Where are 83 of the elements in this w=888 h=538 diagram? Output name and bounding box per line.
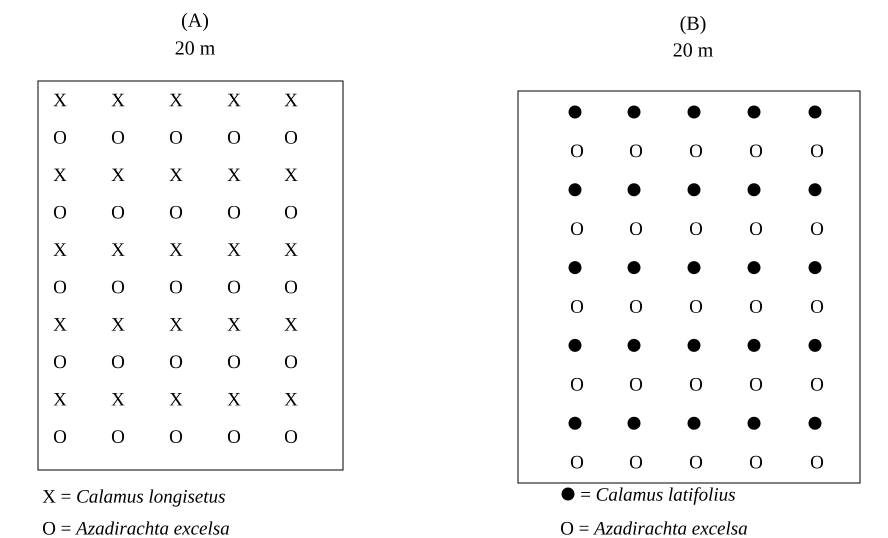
species-symbol: O <box>170 280 182 294</box>
species-symbol: O <box>228 280 240 294</box>
species-symbol: O <box>284 355 298 368</box>
panel-heading: (B) <box>680 16 706 34</box>
species-symbol: X <box>112 94 125 106</box>
species-symbol: O <box>690 144 702 158</box>
species-symbol: O <box>810 222 824 236</box>
species-symbol: X <box>284 318 298 331</box>
species-symbol: O <box>810 144 824 158</box>
species-symbol: O <box>750 378 762 391</box>
species-symbol: O <box>630 456 642 468</box>
species-symbol: O <box>750 222 762 236</box>
species-symbol: O <box>810 300 824 313</box>
species-symbol: O <box>630 300 642 313</box>
species-symbol: X <box>112 393 125 406</box>
species-symbol: O <box>630 378 642 391</box>
species-symbol: X <box>170 168 183 182</box>
species-symbol: O <box>690 378 702 391</box>
species-symbol: O <box>570 144 584 158</box>
species-symbol: X <box>228 94 241 106</box>
species-symbol: X <box>170 94 183 106</box>
species-symbol: O <box>170 355 182 368</box>
species-symbol: X <box>228 243 241 256</box>
species-symbol: O <box>112 206 124 219</box>
species-symbol: O <box>54 430 66 443</box>
species-symbol: O <box>750 300 762 313</box>
panel-heading: 20 m <box>674 43 713 57</box>
species-symbol: X <box>170 318 183 331</box>
species-symbol: O <box>228 430 240 443</box>
species-symbol: X <box>228 393 241 406</box>
species-symbol: O <box>750 144 762 158</box>
species-symbol: O <box>570 300 584 313</box>
species-symbol: X <box>112 243 125 256</box>
legend-entry: O = Azadirachta excelsa <box>42 521 229 535</box>
species-symbol: O <box>228 206 240 219</box>
species-symbol: O <box>630 222 642 236</box>
species-symbol: X <box>284 168 298 182</box>
species-symbol: O <box>284 131 298 144</box>
species-symbol: X <box>112 318 125 331</box>
species-symbol: X <box>54 318 67 331</box>
species-symbol: O <box>170 206 182 219</box>
species-symbol: O <box>54 206 66 219</box>
species-symbol: O <box>690 456 702 468</box>
species-symbol: O <box>630 144 642 158</box>
species-symbol: O <box>112 280 124 294</box>
species-symbol: X <box>170 243 183 256</box>
species-symbol: O <box>570 378 584 391</box>
species-symbol: O <box>570 456 584 468</box>
species-symbol: O <box>54 280 66 294</box>
legend-entry: = Calamus latifolius <box>581 487 735 505</box>
species-symbol: O <box>570 222 584 236</box>
species-symbol: O <box>690 300 702 313</box>
species-symbol: O <box>228 355 240 368</box>
species-symbol: O <box>170 430 182 443</box>
species-symbol: O <box>810 456 824 468</box>
species-symbol: O <box>284 206 298 219</box>
species-symbol: X <box>284 94 298 106</box>
species-symbol: X <box>170 393 183 406</box>
species-symbol: O <box>54 355 66 368</box>
species-symbol: O <box>750 456 762 468</box>
species-symbol: X <box>284 393 298 406</box>
species-symbol: X <box>54 168 67 182</box>
species-symbol: O <box>112 430 124 443</box>
species-symbol: O <box>284 280 298 294</box>
species-symbol: O <box>284 430 298 443</box>
legend-entry: X = Calamus longisetus <box>42 489 225 507</box>
species-symbol: X <box>112 168 125 182</box>
panel-heading: (A) <box>182 12 208 32</box>
species-symbol: O <box>112 131 124 144</box>
species-symbol: X <box>54 393 67 406</box>
species-symbol: X <box>54 243 67 256</box>
species-symbol: O <box>54 131 66 144</box>
species-symbol: O <box>690 222 702 236</box>
species-symbol: X <box>228 168 241 182</box>
species-symbol: X <box>228 318 241 331</box>
species-symbol: X <box>284 243 298 256</box>
species-symbol: O <box>112 355 124 368</box>
species-symbol: O <box>228 131 240 144</box>
species-symbol: O <box>810 378 824 391</box>
species-symbol: X <box>54 94 67 106</box>
legend-entry: O = Azadirachta excelsa <box>561 521 747 535</box>
panel-heading: 20 m <box>176 41 215 55</box>
species-symbol: O <box>170 131 182 144</box>
